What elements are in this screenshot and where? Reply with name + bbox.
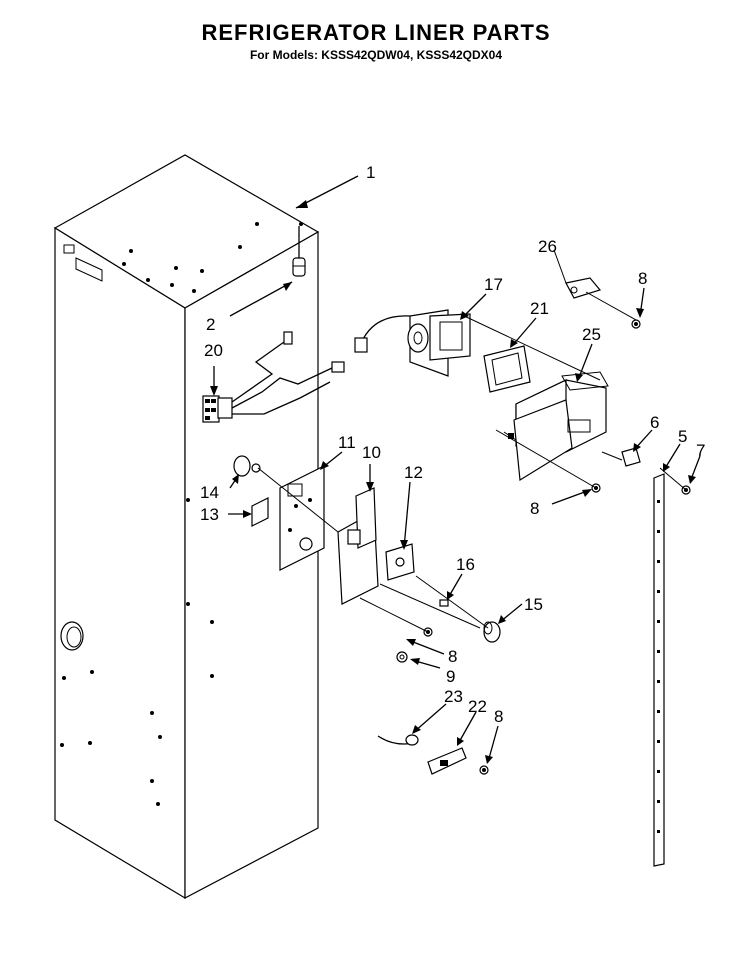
callout-15: 15 xyxy=(524,595,543,614)
callout-8-low: 8 xyxy=(448,647,457,666)
callout-7: 7 xyxy=(696,441,705,460)
page-title: REFRIGERATOR LINER PARTS xyxy=(201,20,551,45)
light-switch-part xyxy=(377,734,467,775)
callout-11: 11 xyxy=(338,433,356,452)
callout-17: 17 xyxy=(484,275,503,294)
callout-20: 20 xyxy=(204,341,223,360)
page-subtitle: For Models: KSSS42QDW04, KSSS42QDX04 xyxy=(249,48,503,62)
callout-8-mid: 8 xyxy=(530,499,539,518)
callout-26: 26 xyxy=(538,237,557,256)
clip-and-bulb-parts xyxy=(439,599,501,643)
callout-22: 22 xyxy=(468,697,487,716)
exploded-view-lines xyxy=(257,249,687,633)
shelf-rail-part xyxy=(653,473,665,867)
liner-cabinet xyxy=(53,154,320,900)
label-part xyxy=(251,497,269,527)
callout-23: 23 xyxy=(444,687,463,706)
callout-14: 14 xyxy=(200,483,219,502)
callout-numbers: 1 2 20 17 26 8 21 25 6 5 7 11 10 14 13 1… xyxy=(200,163,705,726)
callout-25: 25 xyxy=(582,325,601,344)
callout-21: 21 xyxy=(530,299,549,318)
callout-1: 1 xyxy=(366,163,375,182)
thermistor-part xyxy=(292,226,306,277)
air-duct-part xyxy=(503,371,609,482)
callout-8-top: 8 xyxy=(638,269,647,288)
clip-part xyxy=(621,447,641,467)
mounting-plate-part xyxy=(279,465,325,571)
gasket-part xyxy=(483,345,531,393)
switch-housing-part xyxy=(337,487,379,605)
callout-2: 2 xyxy=(206,315,215,334)
callout-12: 12 xyxy=(404,463,423,482)
callout-9: 9 xyxy=(446,667,455,686)
callout-8-bottom: 8 xyxy=(494,707,503,726)
screw-parts xyxy=(396,319,691,775)
bracket-part xyxy=(565,277,602,299)
switch-part xyxy=(385,543,415,581)
callout-6: 6 xyxy=(650,413,659,432)
wire-harness-part xyxy=(202,331,345,423)
callout-13: 13 xyxy=(200,505,219,524)
control-knob-part xyxy=(233,455,261,477)
callout-10: 10 xyxy=(362,443,381,462)
callout-5: 5 xyxy=(678,427,687,446)
callout-16: 16 xyxy=(456,555,475,574)
damper-control-part xyxy=(354,309,471,377)
callout-leaders xyxy=(210,175,701,764)
